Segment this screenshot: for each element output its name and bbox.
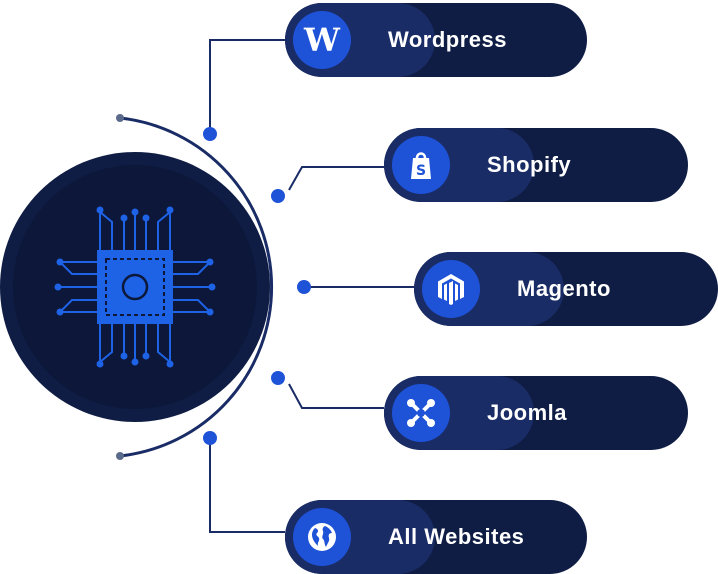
platform-label: Magento (517, 276, 611, 301)
arc-node (297, 280, 311, 294)
platform-label: Shopify (487, 152, 572, 177)
platform-shopify[interactable]: S Shopify (384, 128, 688, 202)
wordpress-icon: W (293, 11, 351, 69)
connector-lines (209, 39, 414, 533)
connector-arc (119, 116, 274, 458)
platform-wordpress[interactable]: W Wordpress (285, 3, 587, 77)
platform-all-websites[interactable]: All Websites (285, 500, 587, 574)
arc-node (203, 431, 217, 445)
chip-icon (54, 206, 216, 368)
shopify-icon: S (392, 136, 450, 194)
arc-end-dot (116, 114, 124, 122)
arc-node (271, 189, 285, 203)
platform-joomla[interactable]: Joomla (384, 376, 688, 450)
platform-label: Wordpress (388, 27, 508, 52)
svg-text:S: S (416, 163, 426, 179)
magento-icon (422, 260, 480, 318)
globe-icon (293, 508, 351, 566)
arc-node (203, 127, 217, 141)
arc-end-dot (116, 452, 124, 460)
platform-label: All Websites (388, 524, 525, 549)
joomla-icon (392, 384, 450, 442)
platform-magento[interactable]: Magento (414, 252, 718, 326)
arc-node (271, 371, 285, 385)
platform-label: Joomla (487, 400, 568, 425)
arc-nodes (203, 127, 311, 445)
